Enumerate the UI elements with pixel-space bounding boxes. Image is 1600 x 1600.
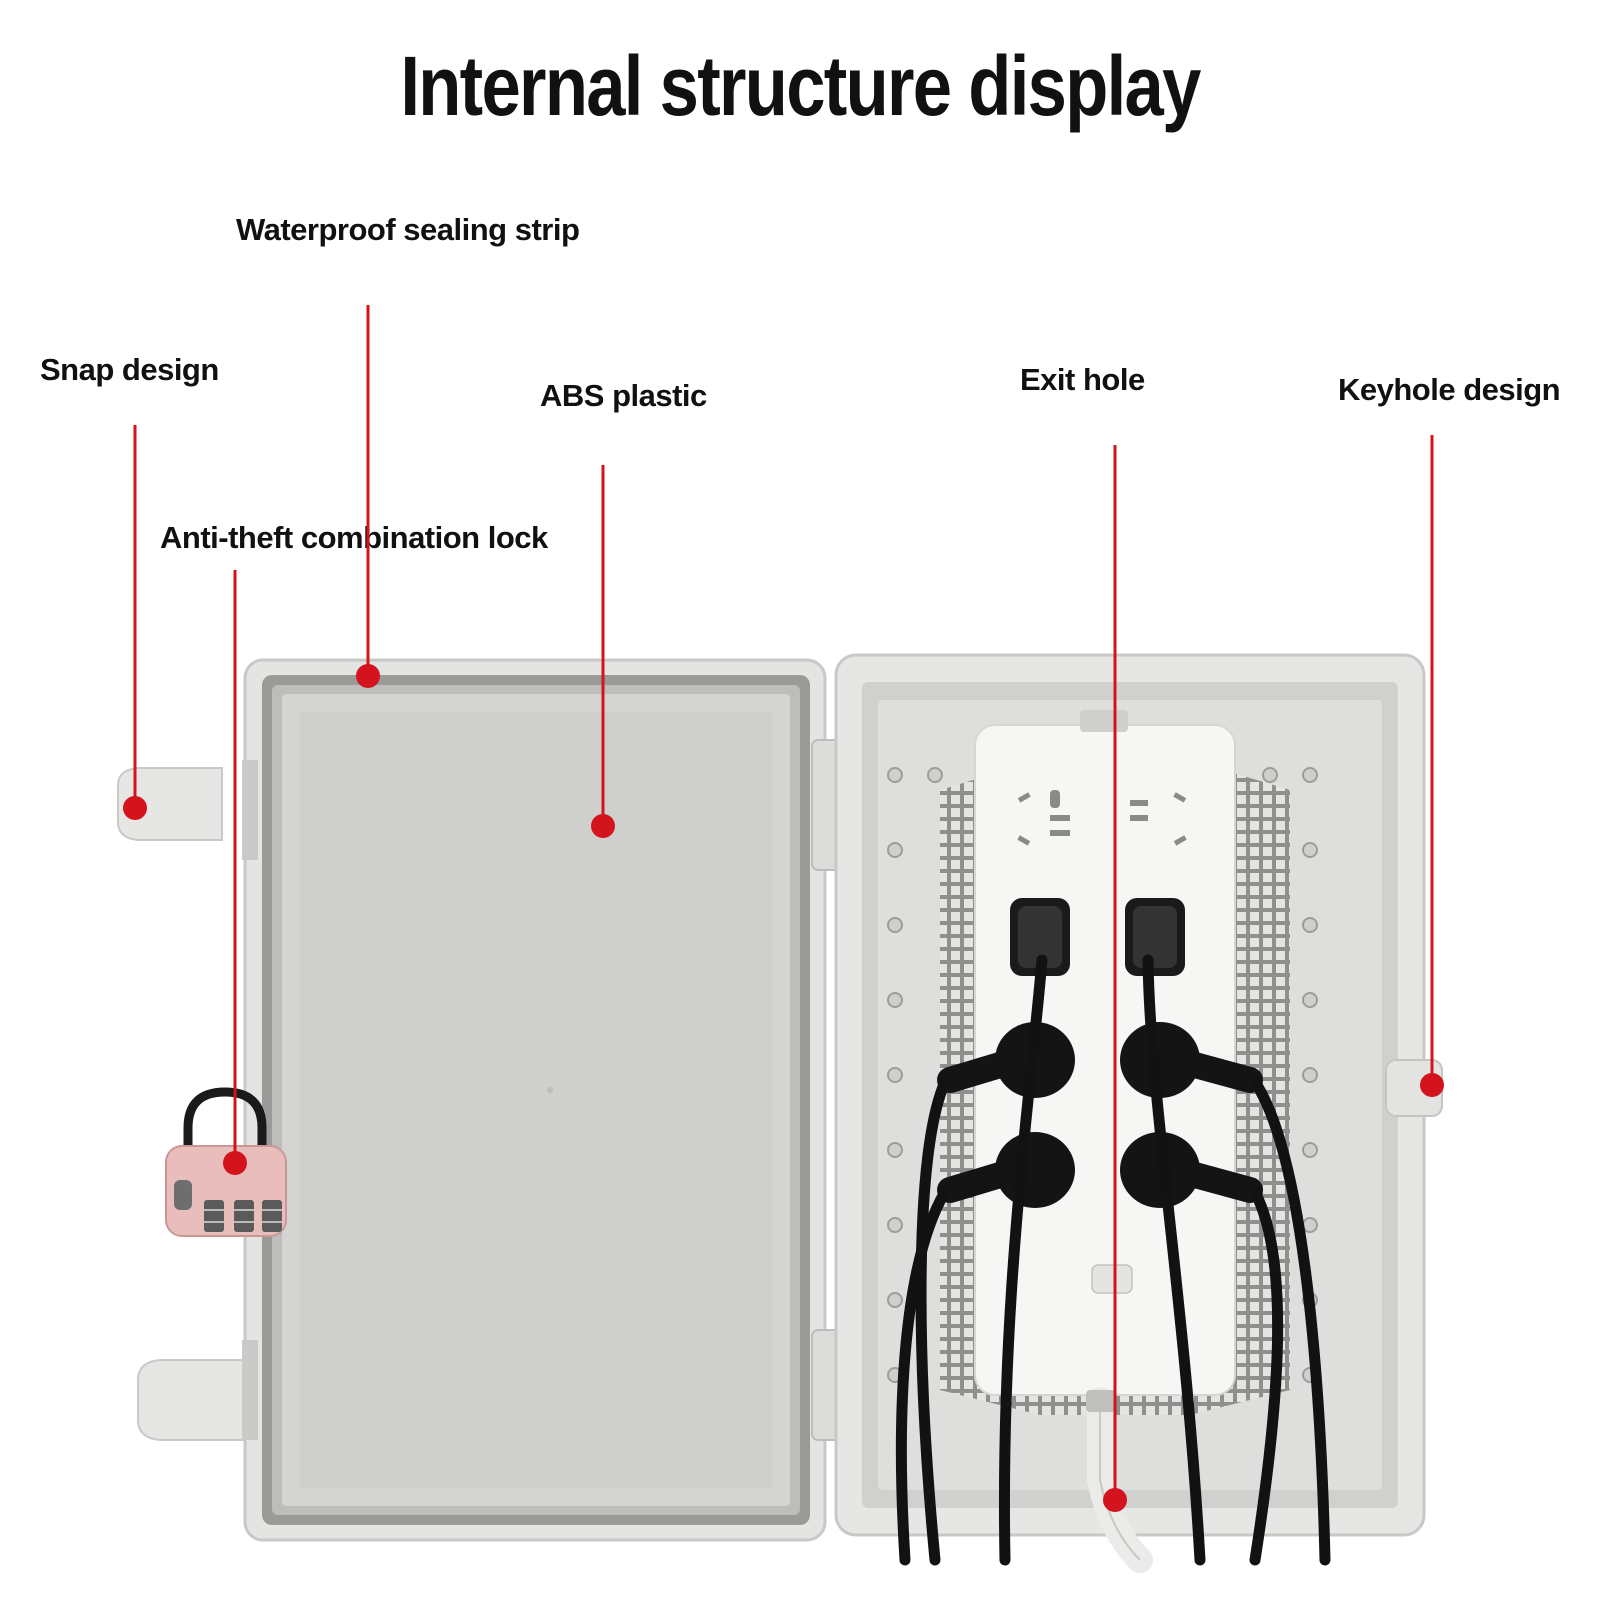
label-snap-design: Snap design <box>40 352 219 387</box>
callout-lines <box>133 305 1434 1500</box>
snap-tab-bottom <box>137 1359 256 1441</box>
label-exit-hole: Exit hole <box>1020 362 1145 397</box>
callout-dot-snap <box>123 796 147 820</box>
callout-dot-abs <box>591 814 615 838</box>
callout-dot-keyhole <box>1420 1073 1444 1097</box>
power-cables <box>895 954 1331 1566</box>
callout-dot-lock <box>223 1151 247 1175</box>
callout-dot-exit <box>1103 1488 1127 1512</box>
snap-tab-top <box>117 767 223 841</box>
combination-lock <box>165 1087 287 1237</box>
open-lid <box>117 658 849 1542</box>
label-waterproof-sealing-strip: Waterproof sealing strip <box>236 212 580 247</box>
callout-dot-waterproof <box>356 664 380 688</box>
page-title: Internal structure display <box>400 39 1201 133</box>
label-abs-plastic: ABS plastic <box>540 378 707 413</box>
label-keyhole-design: Keyhole design <box>1338 372 1561 407</box>
label-anti-theft-combination-lock: Anti-theft combination lock <box>160 520 548 555</box>
box-body <box>834 653 1443 1573</box>
callout-dots <box>123 664 1444 1512</box>
